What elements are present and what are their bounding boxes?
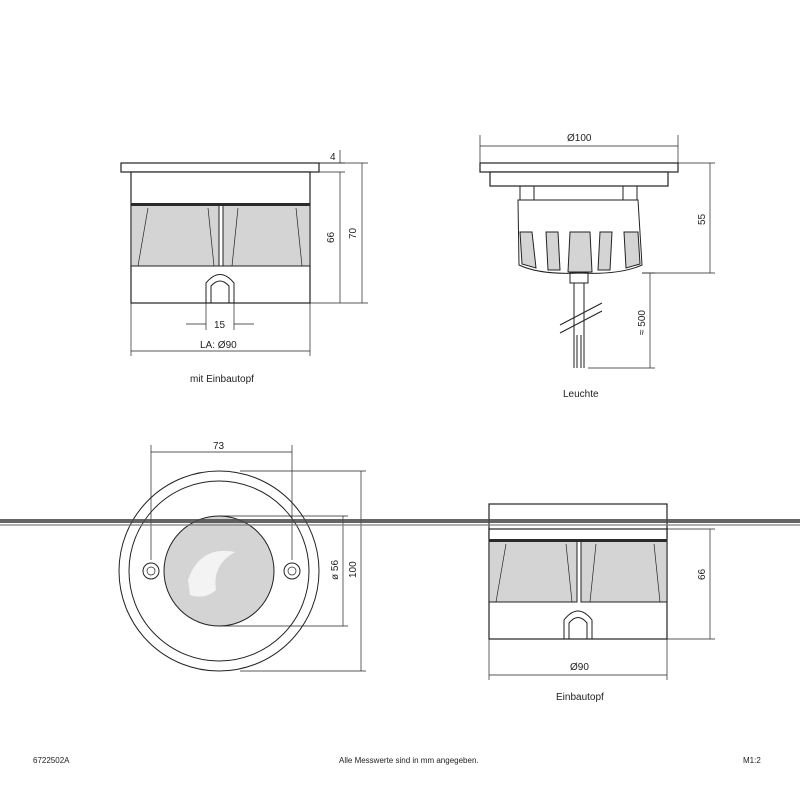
dim-top-outer: 100 bbox=[348, 561, 359, 578]
screw-right bbox=[283, 562, 301, 580]
footer-scale: M1:2 bbox=[743, 756, 761, 765]
dim-la: LA: Ø90 bbox=[200, 340, 237, 351]
lens bbox=[163, 515, 275, 627]
dim-top-width: 73 bbox=[213, 441, 225, 452]
dim-top-inner: ø 56 bbox=[330, 560, 341, 580]
lid bbox=[120, 162, 320, 173]
view-top: 73 ø 56 100 bbox=[118, 441, 366, 672]
screw-left bbox=[142, 562, 160, 580]
footer-note: Alle Messwerte sind in mm angegeben. bbox=[339, 756, 479, 765]
dim-leuchte-height: 55 bbox=[697, 213, 708, 225]
scan-artifact bbox=[0, 519, 800, 526]
dim-top: 4 bbox=[330, 152, 336, 163]
outer-ring bbox=[118, 470, 320, 672]
dim-leuchte-diameter: Ø100 bbox=[567, 133, 592, 144]
leuchte-lid bbox=[479, 162, 679, 173]
footer-code: 6722502A bbox=[33, 756, 70, 765]
dim-cable: ≈ 500 bbox=[637, 310, 648, 335]
caption-mit-einbautopf: mit Einbautopf bbox=[190, 374, 254, 385]
dim-width-15: 15 bbox=[214, 320, 226, 331]
dim-einbautopf-height: 66 bbox=[697, 568, 708, 580]
dim-height-66: 66 bbox=[326, 231, 337, 243]
cable-break bbox=[559, 302, 603, 334]
caption-einbautopf: Einbautopf bbox=[556, 692, 604, 703]
view-leuchte: Ø100 55 ≈ 500 bbox=[479, 133, 715, 369]
view-einbautopf: 66 Ø90 bbox=[488, 503, 715, 680]
dim-einbautopf-diameter: Ø90 bbox=[570, 662, 589, 673]
cable-entry bbox=[205, 274, 235, 303]
dim-height-70: 70 bbox=[348, 227, 359, 239]
view-mit-einbautopf: 4 66 70 15 LA: Ø90 bbox=[120, 150, 368, 356]
caption-leuchte: Leuchte bbox=[563, 389, 599, 400]
